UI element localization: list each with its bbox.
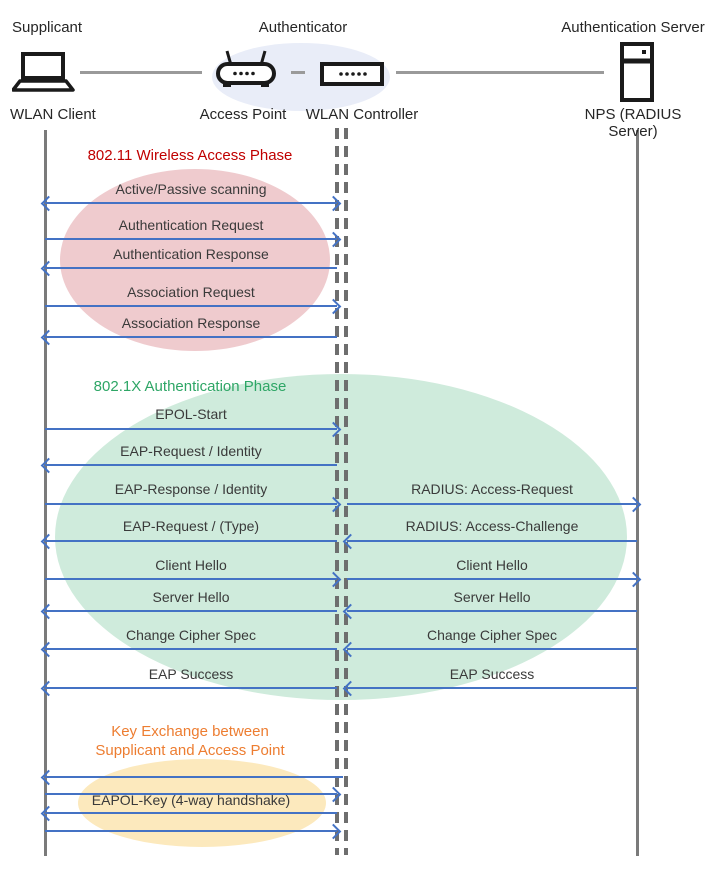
message-label: Server Hello xyxy=(152,589,230,605)
message-label: Authentication Request xyxy=(118,217,264,233)
message-arrow-right xyxy=(45,231,342,248)
message-label: EAP Success xyxy=(449,666,535,682)
message-label: Client Hello xyxy=(456,557,528,573)
controller-box-icon xyxy=(320,62,384,86)
message-arrow-right xyxy=(347,571,642,588)
message-label: Association Request xyxy=(127,284,255,300)
lifeline-authenticator-left xyxy=(335,128,339,855)
wireless-router-icon xyxy=(216,49,276,91)
message-arrow-left xyxy=(40,805,337,822)
connector-line xyxy=(396,71,604,74)
message-arrow-left xyxy=(40,769,343,786)
phase3-title-line1: Key Exchange between xyxy=(111,723,269,740)
message-label: EPOL-Start xyxy=(155,406,227,422)
phase3-title-line2: Supplicant and Access Point xyxy=(95,742,285,759)
phase3-ellipse xyxy=(78,759,326,847)
server-tower-icon xyxy=(620,42,654,102)
message-arrow-left xyxy=(40,680,337,697)
phase3-title: Key Exchange between Supplicant and Acce… xyxy=(45,722,335,760)
lifeline-supplicant xyxy=(44,130,47,856)
message-arrow-right xyxy=(45,823,342,840)
connector-dash xyxy=(291,71,305,74)
message-label: Association Response xyxy=(121,315,261,331)
message-label: Authentication Response xyxy=(113,246,269,262)
lifeline-authenticator-right xyxy=(344,128,348,855)
message-arrow-left xyxy=(40,603,337,620)
message-arrow-left xyxy=(40,260,337,277)
connector-line xyxy=(80,71,202,74)
message-arrow-right xyxy=(45,496,342,513)
phase1-ellipse xyxy=(60,169,330,351)
message-arrow-left xyxy=(342,680,637,697)
message-arrow-left xyxy=(342,603,637,620)
message-arrow-right xyxy=(347,496,642,513)
message-label: Client Hello xyxy=(155,557,227,573)
message-arrow-left xyxy=(40,533,337,550)
lifeline-server xyxy=(636,130,639,856)
message-label: EAP-Request / Identity xyxy=(120,443,262,459)
message-arrow-right xyxy=(45,571,342,588)
message-arrow-left xyxy=(40,641,337,658)
role-label-supplicant: Supplicant xyxy=(12,19,83,36)
device-label-wlan-client: WLAN Client xyxy=(10,106,96,123)
laptop-icon xyxy=(12,52,76,94)
message-label: EAP-Response / Identity xyxy=(114,481,268,497)
device-label-nps: NPS (RADIUS Server) xyxy=(584,106,682,140)
message-arrow-both xyxy=(40,195,342,212)
message-label: Change Cipher Spec xyxy=(126,627,256,643)
message-label: RADIUS: Access-Challenge xyxy=(405,518,579,534)
message-arrow-left xyxy=(342,641,637,658)
message-label: RADIUS: Access-Request xyxy=(411,481,573,497)
message-arrow-left xyxy=(40,329,337,346)
role-label-authenticator: Authenticator xyxy=(258,19,348,36)
phase1-title: 802.11 Wireless Access Phase xyxy=(87,147,293,164)
message-label: Change Cipher Spec xyxy=(427,627,557,643)
role-label-auth-server: Authentication Server xyxy=(561,19,705,36)
message-arrow-left xyxy=(40,457,337,474)
message-label: Server Hello xyxy=(453,589,531,605)
message-arrow-right xyxy=(45,298,342,315)
message-label: EAP Success xyxy=(148,666,234,682)
device-label-access-point: Access Point xyxy=(199,106,287,123)
message-label: Active/Passive scanning xyxy=(115,181,267,197)
phase2-title: 802.1X Authentication Phase xyxy=(93,378,287,395)
message-label: EAPOL-Key (4-way handshake) xyxy=(91,792,291,808)
device-label-wlan-controller: WLAN Controller xyxy=(305,106,419,123)
message-arrow-left xyxy=(342,533,637,550)
message-label: EAP-Request / (Type) xyxy=(122,518,260,534)
message-arrow-right xyxy=(45,786,342,803)
message-arrow-right xyxy=(45,421,342,438)
